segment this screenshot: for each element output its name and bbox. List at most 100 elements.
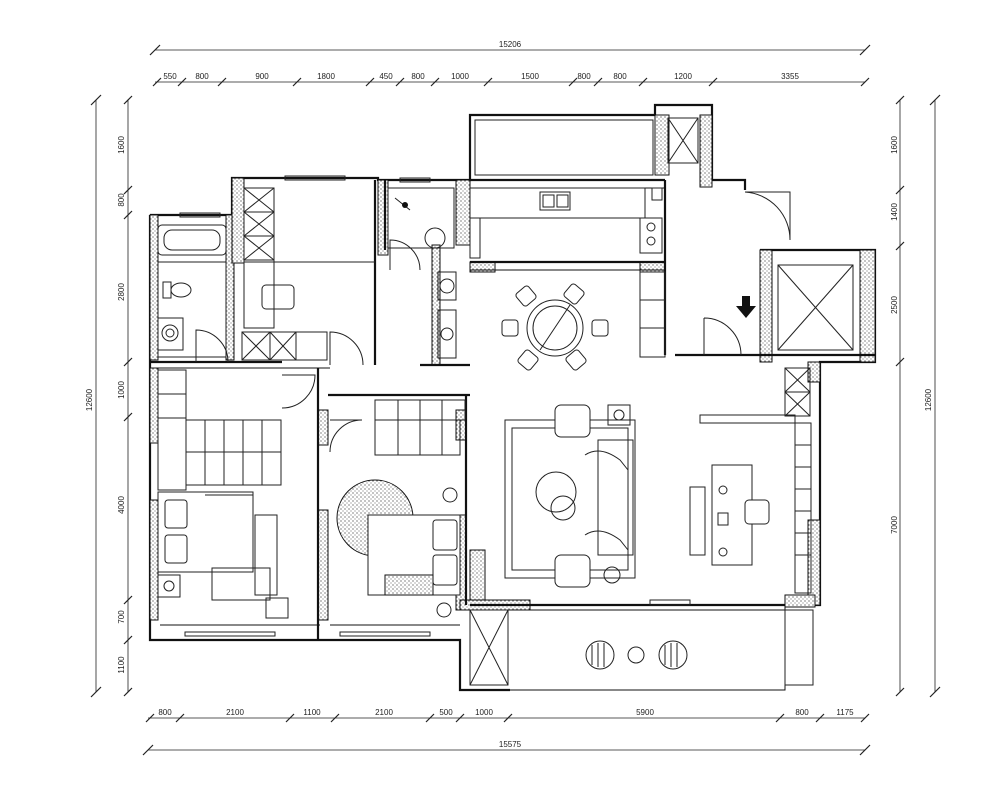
study-room — [241, 187, 375, 361]
upper-balcony — [474, 119, 654, 176]
bottom-seg-2: 1100 — [303, 708, 321, 717]
bottom-segment-dimension: 800 2100 1100 2100 500 1000 5900 800 117… — [145, 708, 870, 723]
elevator-shaft — [777, 264, 854, 351]
left-seg-0: 1600 — [117, 136, 126, 154]
dimension-tick — [708, 77, 718, 87]
top-seg-1: 800 — [195, 72, 209, 81]
study-desk-area — [689, 464, 770, 566]
dimension-tick — [430, 77, 440, 87]
left-seg-2: 2800 — [117, 283, 126, 301]
right-cabinet — [784, 367, 812, 594]
top-seg-10: 1200 — [674, 72, 692, 81]
bottom-seg-7: 800 — [795, 708, 809, 717]
entry-arrow-icon — [736, 296, 756, 318]
dimension-tick — [330, 713, 340, 723]
top-total-dimension: 15206 — [149, 40, 871, 56]
left-segment-dimension: 1600 800 2800 1000 4000 700 1100 — [117, 95, 133, 697]
dimension-tick — [815, 713, 825, 723]
bathroom-left — [157, 224, 227, 358]
top-seg-6: 1000 — [451, 72, 469, 81]
right-seg-2: 2500 — [890, 296, 899, 314]
bottom-seg-5: 1000 — [475, 708, 493, 717]
top-segment-dimension: 550 800 900 1800 450 800 1000 1500 800 8… — [152, 72, 870, 87]
left-seg-4: 4000 — [117, 496, 126, 514]
wall-hatching — [149, 114, 876, 621]
bottom-seg-0: 800 — [158, 708, 172, 717]
dimension-tick — [503, 713, 513, 723]
dimension-tick — [123, 210, 133, 220]
dimension-tick — [123, 412, 133, 422]
bottom-seg-1: 2100 — [226, 708, 244, 717]
right-segment-dimension: 1600 1400 2500 7000 — [890, 95, 905, 697]
top-seg-5: 800 — [411, 72, 425, 81]
living-room — [504, 404, 636, 588]
dimension-tick — [638, 77, 648, 87]
dimension-tick — [217, 77, 227, 87]
right-total-label: 12600 — [924, 388, 933, 411]
right-seg-1: 1400 — [890, 203, 899, 221]
dimension-tick — [152, 77, 162, 87]
dimension-tick — [860, 713, 870, 723]
dimension-tick — [175, 713, 185, 723]
dimension-tick — [593, 77, 603, 87]
doors — [195, 191, 791, 453]
dimension-tick — [568, 77, 578, 87]
top-seg-0: 550 — [163, 72, 177, 81]
dimension-tick — [123, 595, 133, 605]
dimension-tick — [395, 77, 405, 87]
balcony — [469, 609, 814, 686]
top-seg-4: 450 — [379, 72, 393, 81]
bottom-total-label: 15575 — [499, 740, 522, 749]
dimension-tick — [425, 713, 435, 723]
windows — [179, 175, 691, 637]
dimension-tick — [123, 95, 133, 105]
top-seg-2: 900 — [255, 72, 269, 81]
right-seg-3: 7000 — [890, 516, 899, 534]
dimension-tick — [123, 185, 133, 195]
top-total-label: 15206 — [499, 40, 522, 49]
dining-table — [501, 283, 609, 371]
dimension-tick — [895, 185, 905, 195]
left-seg-3: 1000 — [117, 381, 126, 399]
master-bedroom — [157, 369, 289, 619]
bathroom-middle — [387, 187, 457, 359]
dimension-tick — [860, 77, 870, 87]
dimension-tick — [145, 713, 155, 723]
dimension-tick — [895, 357, 905, 367]
dimension-tick — [895, 687, 905, 697]
dimension-tick — [123, 687, 133, 697]
dimension-tick — [895, 241, 905, 251]
dining-cabinet — [639, 271, 666, 358]
second-bedroom — [336, 399, 466, 618]
top-seg-7: 1500 — [521, 72, 539, 81]
dimension-tick — [365, 77, 375, 87]
left-seg-5: 700 — [117, 610, 126, 624]
bottom-seg-4: 500 — [439, 708, 453, 717]
top-seg-9: 800 — [613, 72, 627, 81]
dimension-tick — [123, 357, 133, 367]
dimension-tick — [775, 713, 785, 723]
bottom-seg-3: 2100 — [375, 708, 393, 717]
bottom-total-dimension: 15575 — [142, 740, 871, 756]
top-seg-3: 1800 — [317, 72, 335, 81]
left-total-dimension: 12600 — [85, 94, 102, 698]
dimension-tick — [292, 77, 302, 87]
right-seg-0: 1600 — [890, 136, 899, 154]
dimension-tick — [455, 713, 465, 723]
dimension-tick — [177, 77, 187, 87]
dimension-tick — [895, 95, 905, 105]
right-total-dimension: 12600 — [924, 94, 941, 698]
top-seg-11: 3355 — [781, 72, 799, 81]
left-total-label: 12600 — [85, 388, 94, 411]
bottom-seg-8: 1175 — [836, 708, 854, 717]
dimension-tick — [483, 77, 493, 87]
left-seg-1: 800 — [117, 193, 126, 207]
dimension-tick — [123, 635, 133, 645]
bottom-seg-6: 5900 — [636, 708, 654, 717]
utility-shaft — [667, 117, 699, 164]
kitchen — [469, 187, 663, 259]
top-seg-8: 800 — [577, 72, 591, 81]
dimension-tick — [285, 713, 295, 723]
